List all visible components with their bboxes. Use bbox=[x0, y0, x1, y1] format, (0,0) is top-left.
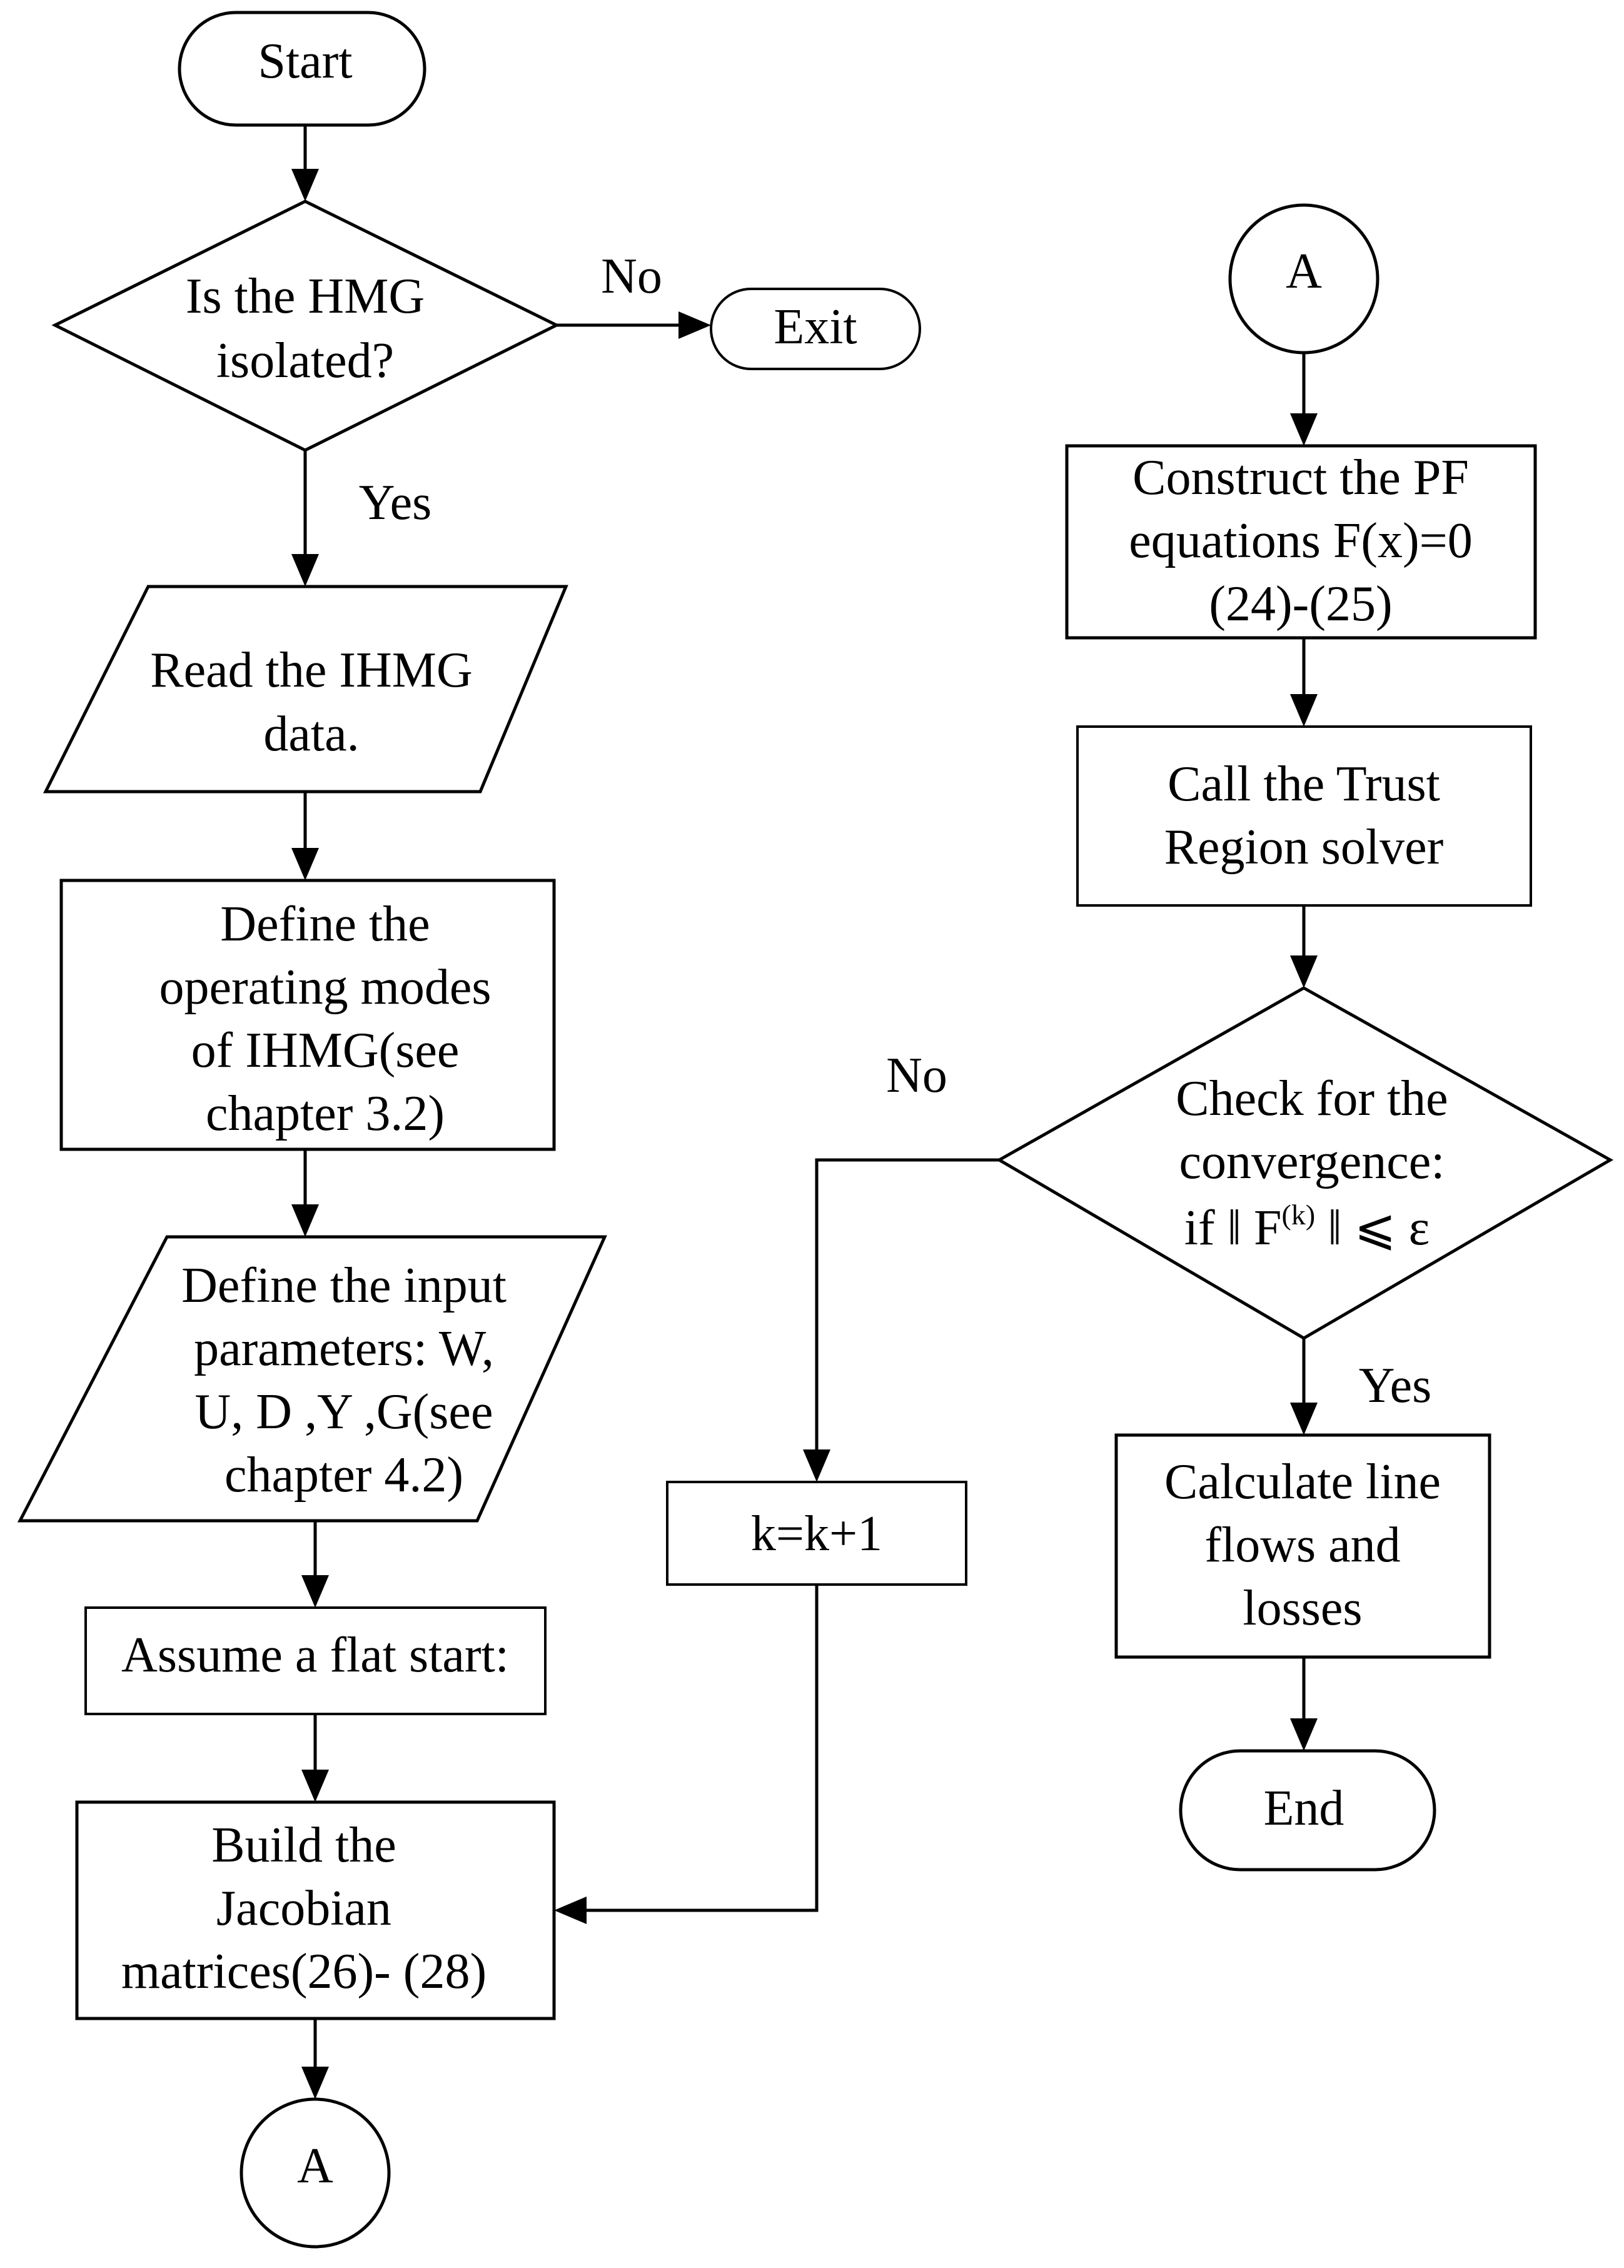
calc-label-line-3: losses bbox=[1243, 1581, 1362, 1636]
jacobian-label-line-2: Jacobian bbox=[216, 1881, 391, 1936]
arrow-read-to-modes bbox=[291, 792, 319, 880]
connector-a-bottom-label: A bbox=[297, 2139, 333, 2194]
isolated-decision: Is the HMG isolated? bbox=[51, 199, 560, 452]
arrow-isolated-to-exit bbox=[557, 311, 711, 339]
jacobian-label-line-3: matrices(26)- (28) bbox=[121, 1944, 487, 1999]
define-params-io: Define the input parameters: W, U, D ,Y … bbox=[17, 1235, 607, 1523]
calculate-flows-process: Calculate line flows and losses bbox=[1114, 1433, 1491, 1659]
modes-label-line-4: chapter 3.2) bbox=[206, 1086, 445, 1141]
calc-label-line-1: Calculate line bbox=[1164, 1454, 1441, 1509]
flat-start-process: Assume a flat start: bbox=[84, 1606, 547, 1715]
arrow-isolated-to-read bbox=[291, 450, 319, 587]
arrow-connector-a-to-construct bbox=[1290, 353, 1318, 446]
arrow-increment-to-jacobian bbox=[554, 1585, 819, 1924]
end-label: End bbox=[1264, 1781, 1344, 1836]
trust-label-line-2: Region solver bbox=[1164, 820, 1444, 875]
construct-label-line-1: Construct the PF bbox=[1132, 450, 1469, 505]
jacobian-label-line-1: Build the bbox=[211, 1818, 396, 1873]
arrow-check-to-calc bbox=[1290, 1338, 1318, 1435]
trust-region-process: Call the Trust Region solver bbox=[1076, 725, 1532, 907]
isolated-label-line-2: isolated? bbox=[216, 333, 394, 388]
connector-a-bottom: A bbox=[240, 2097, 391, 2249]
check-condition-sup: (k) bbox=[1282, 1199, 1316, 1231]
arrow-params-to-flat bbox=[301, 1521, 329, 1608]
start-label: Start bbox=[258, 34, 352, 89]
params-label-line-3: U, D ,Y ,G(see bbox=[195, 1384, 493, 1439]
edge-label-check-no: No bbox=[886, 1048, 947, 1103]
check-condition: if ‖ F(k) ‖ ⩽ ε bbox=[1184, 1199, 1430, 1256]
params-label-line-2: parameters: W, bbox=[194, 1321, 494, 1376]
check-label-line-2: convergence: bbox=[1179, 1134, 1445, 1189]
arrow-modes-to-params bbox=[291, 1149, 319, 1237]
construct-label-line-2: equations F(x)=0 bbox=[1129, 513, 1473, 568]
check-condition-suffix: ‖ ⩽ ε bbox=[1315, 1201, 1430, 1256]
arrow-start-to-isolated bbox=[291, 125, 319, 201]
modes-label-line-3: of IHMG(see bbox=[191, 1023, 460, 1078]
jacobian-process: Build the Jacobian matrices(26)- (28) bbox=[75, 1800, 556, 2020]
arrow-construct-to-trust bbox=[1290, 638, 1318, 727]
flat-label: Assume a flat start: bbox=[121, 1628, 509, 1683]
params-label-line-1: Define the input bbox=[181, 1258, 507, 1313]
read-label-line-1: Read the IHMG bbox=[150, 643, 472, 698]
modes-label-line-1: Define the bbox=[220, 897, 430, 952]
calc-label-line-2: flows and bbox=[1204, 1518, 1400, 1573]
increment-k-process: k=k+1 bbox=[666, 1481, 967, 1586]
edge-label-isolated-yes: Yes bbox=[359, 475, 431, 530]
isolated-label-line-1: Is the HMG bbox=[186, 269, 425, 324]
connector-a-top-label: A bbox=[1286, 244, 1322, 299]
modes-label-line-2: operating modes bbox=[159, 960, 492, 1015]
arrow-trust-to-check bbox=[1290, 905, 1318, 988]
convergence-decision: Check for the convergence: if ‖ F(k) ‖ ⩽… bbox=[996, 986, 1614, 1340]
trust-label-line-1: Call the Trust bbox=[1168, 757, 1440, 812]
define-modes-process: Define the operating modes of IHMG(see c… bbox=[59, 879, 556, 1151]
end-terminal: End bbox=[1179, 1749, 1436, 1872]
increment-label: k=k+1 bbox=[751, 1506, 882, 1561]
check-label-line-1: Check for the bbox=[1176, 1071, 1448, 1126]
edge-label-isolated-no: No bbox=[601, 249, 662, 304]
arrow-check-to-increment bbox=[803, 1158, 999, 1482]
read-data-io: Read the IHMG data. bbox=[43, 585, 568, 794]
check-condition-prefix: if ‖ F bbox=[1184, 1201, 1282, 1256]
exit-label: Exit bbox=[774, 300, 857, 355]
start-terminal: Start bbox=[178, 11, 426, 127]
read-label-line-2: data. bbox=[263, 707, 359, 762]
arrow-flat-to-jacobian bbox=[301, 1714, 329, 1802]
exit-terminal: Exit bbox=[710, 288, 921, 370]
arrow-calc-to-end bbox=[1290, 1657, 1318, 1751]
connector-a-top: A bbox=[1228, 203, 1379, 355]
arrow-jacobian-to-connector-a bbox=[301, 2019, 329, 2099]
params-label-line-4: chapter 4.2) bbox=[224, 1448, 463, 1503]
edge-label-check-yes: Yes bbox=[1359, 1358, 1431, 1413]
construct-label-line-3: (24)-(25) bbox=[1209, 577, 1392, 632]
construct-pf-process: Construct the PF equations F(x)=0 (24)-(… bbox=[1065, 444, 1537, 640]
